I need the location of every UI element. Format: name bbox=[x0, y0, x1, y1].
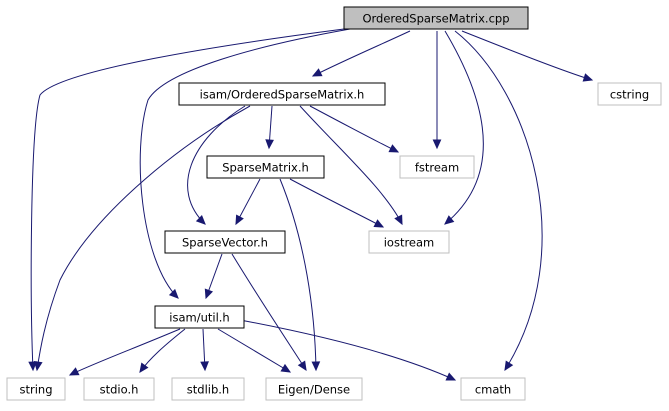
arrowhead-osm_h-to-sv_h bbox=[195, 214, 206, 225]
arrowhead-root-to-iostream bbox=[444, 215, 455, 225]
edge-root-to-osm_h bbox=[312, 30, 411, 77]
arrowhead-sm_h-to-eigen bbox=[311, 361, 321, 372]
edge-util_h-to-eigen bbox=[217, 328, 291, 373]
arrowhead-util_h-to-string bbox=[68, 367, 80, 376]
node-iostream-label: iostream bbox=[384, 236, 435, 250]
edge-osm_h-to-string bbox=[36, 105, 251, 371]
node-fstream[interactable]: fstream bbox=[399, 155, 475, 179]
node-string[interactable]: string bbox=[6, 377, 66, 401]
node-sparsematrix-h[interactable]: SparseMatrix.h bbox=[206, 155, 325, 179]
edge-root-to-cstring bbox=[461, 30, 593, 81]
arrowhead-sm_h-to-iostream bbox=[373, 219, 385, 228]
node-util-h[interactable]: isam/util.h bbox=[154, 305, 245, 329]
edge-root-to-iostream bbox=[444, 30, 484, 225]
edge-osm_h-to-fstream bbox=[309, 105, 399, 153]
edges-layer bbox=[28, 28, 594, 381]
node-eigen-dense[interactable]: Eigen/Dense bbox=[265, 377, 363, 401]
nodes-layer: OrderedSparseMatrix.cpp isam/OrderedSpar… bbox=[6, 6, 662, 401]
arrowhead-root-to-cmath bbox=[504, 360, 514, 372]
node-iostream[interactable]: iostream bbox=[368, 230, 450, 254]
arrowhead-osm_h-to-fstream bbox=[388, 144, 400, 153]
node-eigen-dense-label: Eigen/Dense bbox=[278, 383, 350, 397]
node-sparsematrix-h-label: SparseMatrix.h bbox=[222, 161, 309, 175]
arrowhead-util_h-to-cmath bbox=[445, 372, 457, 381]
node-fstream-label: fstream bbox=[415, 161, 459, 175]
node-osm-h-label: isam/OrderedSparseMatrix.h bbox=[200, 88, 365, 102]
arrowhead-root-to-fstream bbox=[432, 139, 442, 150]
node-cmath[interactable]: cmath bbox=[460, 377, 526, 401]
arrowhead-sm_h-to-sv_h bbox=[235, 214, 244, 226]
arrowhead-util_h-to-stdio bbox=[139, 362, 149, 373]
node-cstring[interactable]: cstring bbox=[597, 82, 662, 106]
arrowhead-root-to-osm_h bbox=[311, 68, 323, 77]
edge-root-to-string bbox=[30, 28, 345, 371]
arrowhead-osm_h-to-iostream bbox=[394, 214, 403, 226]
arrowhead-osm_h-to-sm_h bbox=[265, 139, 274, 150]
arrowhead-root-to-string bbox=[28, 361, 38, 372]
arrowhead-util_h-to-stdlib bbox=[200, 361, 209, 372]
edge-util_h-to-cmath bbox=[239, 319, 456, 381]
node-stdio-h[interactable]: stdio.h bbox=[83, 377, 155, 401]
node-osm-h[interactable]: isam/OrderedSparseMatrix.h bbox=[178, 82, 386, 106]
arrowhead-root-to-cstring bbox=[582, 73, 594, 82]
node-cstring-label: cstring bbox=[610, 88, 649, 102]
node-string-label: string bbox=[19, 383, 52, 397]
node-root-label: OrderedSparseMatrix.cpp bbox=[362, 12, 509, 26]
edge-root-to-util_h bbox=[139, 28, 351, 299]
node-root[interactable]: OrderedSparseMatrix.cpp bbox=[343, 6, 529, 30]
edge-osm_h-to-iostream bbox=[299, 105, 403, 225]
arrowhead-osm_h-to-string bbox=[33, 360, 43, 372]
node-stdio-h-label: stdio.h bbox=[100, 383, 139, 397]
edge-root-to-cmath bbox=[454, 30, 543, 371]
edge-sm_h-to-eigen bbox=[279, 178, 317, 371]
edge-util_h-to-string bbox=[69, 328, 181, 376]
node-stdlib-h-label: stdlib.h bbox=[187, 383, 229, 397]
node-cmath-label: cmath bbox=[475, 383, 511, 397]
edge-sv_h-to-eigen bbox=[231, 253, 307, 371]
node-sparsevector-h-label: SparseVector.h bbox=[182, 236, 268, 250]
node-util-h-label: isam/util.h bbox=[169, 311, 229, 325]
arrowhead-sv_h-to-util_h bbox=[204, 288, 214, 300]
edge-util_h-to-stdio bbox=[139, 328, 186, 373]
arrowhead-sv_h-to-eigen bbox=[297, 360, 307, 372]
edge-sm_h-to-iostream bbox=[289, 178, 384, 228]
edge-osm_h-to-sv_h bbox=[187, 105, 246, 225]
node-stdlib-h[interactable]: stdlib.h bbox=[171, 377, 245, 401]
arrowhead-util_h-to-eigen bbox=[280, 363, 292, 373]
node-sparsevector-h[interactable]: SparseVector.h bbox=[164, 230, 286, 254]
arrowhead-root-to-util_h bbox=[168, 288, 179, 299]
